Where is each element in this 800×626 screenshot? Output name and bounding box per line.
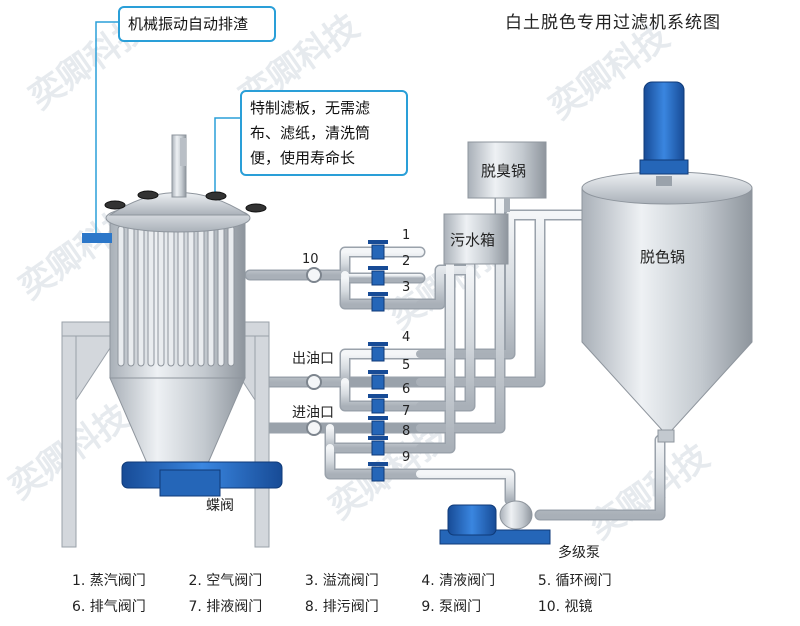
- filter-plate: [217, 225, 225, 367]
- sewage-tank: [443, 213, 509, 265]
- filter-plate: [127, 225, 135, 367]
- filter-plate-callout: 特制滤板，无需滤 布、滤纸，清洗筒 便，使用寿命长: [240, 90, 408, 176]
- valve-number-1: 1: [402, 228, 411, 243]
- clamp-handwheels: [104, 190, 267, 213]
- legend-item: 1. 蒸汽阀门: [72, 573, 146, 589]
- sewage-tank-label: 污水箱: [450, 231, 496, 249]
- valve-number-6: 6: [402, 382, 411, 397]
- bleaching-tank: [581, 81, 753, 443]
- plate-callout-line-3: 便，使用寿命长: [250, 149, 356, 167]
- valve-number-5: 5: [402, 358, 411, 373]
- vibration-discharge-callout: 机械振动自动排渣: [118, 6, 276, 42]
- filter-plate: [187, 225, 195, 367]
- filter-plate: [197, 225, 205, 367]
- valve-number-2: 2: [402, 254, 411, 269]
- valve-4: [368, 342, 388, 362]
- deodorizer-tank: [467, 141, 547, 212]
- legend-item: 8. 排污阀门: [304, 599, 379, 615]
- watermark-text: 奕卿科技: [582, 437, 716, 548]
- filter-plate: [227, 225, 235, 367]
- legend-item: 9. 泵阀门: [421, 599, 482, 615]
- valve-2: [368, 266, 388, 286]
- bleaching-tank-label: 脱色锅: [640, 248, 686, 266]
- valve-3: [368, 292, 388, 312]
- filter-plate: [137, 225, 145, 367]
- legend-row-1: 1. 蒸汽阀门 2. 空气阀门 3. 溢流阀门 4. 清液阀门 5. 循环阀门: [72, 570, 638, 590]
- deodorizer-label: 脱臭锅: [481, 162, 527, 180]
- sight-glass: [306, 267, 322, 436]
- valve-6: [368, 394, 388, 414]
- sight-glass-number: 10: [302, 252, 319, 267]
- filter-plate: [167, 225, 175, 367]
- legend-item: 4. 清液阀门: [421, 573, 496, 589]
- valve-5: [368, 370, 388, 390]
- diagram-title: 白土脱色专用过滤机系统图: [505, 13, 721, 33]
- plate-callout-line-1: 特制滤板，无需滤: [250, 99, 371, 117]
- multistage-pump: [439, 500, 551, 545]
- legend-item: 6. 排气阀门: [72, 599, 146, 615]
- legend-item: 10. 视镜: [537, 599, 593, 615]
- valve-number-8: 8: [402, 424, 411, 439]
- butterfly-valve-label: 蝶阀: [206, 498, 234, 514]
- filter-plate: [157, 225, 165, 367]
- valve-number-9: 9: [402, 450, 411, 465]
- valve-group: [368, 240, 388, 482]
- legend-row-2: 6. 排气阀门 7. 排液阀门 8. 排污阀门 9. 泵阀门 10. 视镜: [72, 596, 638, 616]
- valve-1: [368, 240, 388, 260]
- valve-9: [368, 462, 388, 482]
- legend-item: 3. 溢流阀门: [304, 573, 379, 589]
- valve-7: [368, 416, 388, 436]
- oil-inlet-label: 进油口: [292, 405, 334, 421]
- legend-item: 2. 空气阀门: [188, 573, 263, 589]
- valve-number-7: 7: [402, 404, 411, 419]
- filter-plate: [147, 225, 155, 367]
- valve-number-3: 3: [402, 280, 411, 295]
- plate-callout-line-2: 布、滤纸，清洗筒: [250, 124, 371, 142]
- legend-item: 5. 循环阀门: [537, 573, 612, 589]
- legend-item: 7. 排液阀门: [188, 599, 263, 615]
- oil-outlet-label: 出油口: [292, 351, 334, 367]
- valve-number-4: 4: [402, 330, 411, 345]
- pump-label: 多级泵: [558, 545, 600, 561]
- filter-machine: [61, 134, 283, 548]
- filter-plate: [177, 225, 185, 367]
- valve-8: [368, 436, 388, 456]
- vibration-callout-text: 机械振动自动排渣: [128, 15, 249, 33]
- filter-plate: [117, 225, 125, 367]
- filter-plate: [207, 225, 215, 367]
